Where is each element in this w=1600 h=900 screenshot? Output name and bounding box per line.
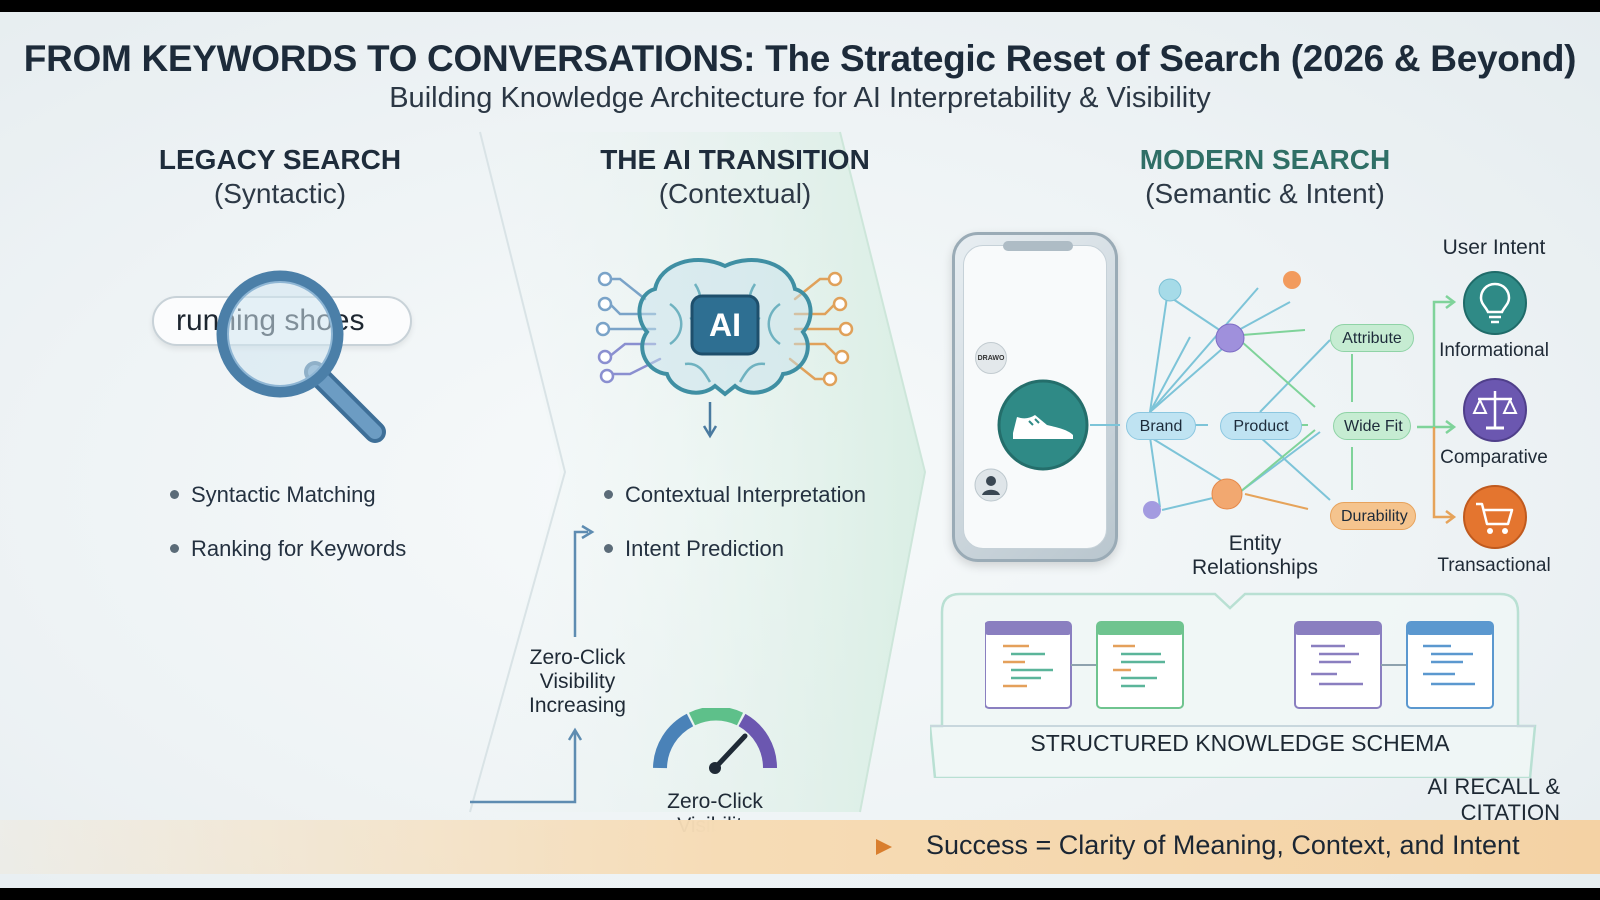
user-intent-title: User Intent: [1442, 236, 1546, 259]
page-title: FROM KEYWORDS TO CONVERSATIONS: The Stra…: [23, 38, 1577, 79]
entity-relationships-label: Entity Relationships: [1191, 532, 1319, 579]
footer-arrow: [80, 839, 892, 855]
legacy-subtitle: (Syntactic): [213, 178, 347, 209]
legacy-bullet-1: Syntactic Matching: [170, 482, 376, 508]
entity-graph: [1090, 271, 1353, 519]
node-attribute: Attribute: [1330, 324, 1414, 352]
legacy-title: LEGACY SEARCH: [158, 144, 402, 175]
modern-subtitle: (Semantic & Intent): [1145, 178, 1385, 209]
intent-informational: Informational: [1439, 340, 1549, 361]
transition-bullet-1: Contextual Interpretation: [604, 482, 866, 508]
user-icon: [974, 468, 1008, 502]
page-subtitle: Building Knowledge Architecture for AI I…: [389, 82, 1211, 114]
shoe-icon: [997, 379, 1089, 471]
transition-bullet-2: Intent Prediction: [604, 536, 784, 562]
lightbulb-icon: [1463, 271, 1527, 335]
node-product: Product: [1220, 412, 1302, 440]
ai-chip-label: AI: [709, 307, 741, 343]
gauge-icon: [653, 708, 778, 774]
transition-title: THE AI TRANSITION: [600, 144, 870, 175]
infographic-canvas: FROM KEYWORDS TO CONVERSATIONS: The Stra…: [0, 12, 1600, 888]
footer-text: Success = Clarity of Meaning, Context, a…: [926, 830, 1520, 860]
cart-icon: [1463, 485, 1527, 549]
zero-click-increasing-label: Zero-Click Visibility Increasing: [529, 646, 626, 717]
magnifier-icon: [216, 270, 386, 443]
node-durability: Durability: [1330, 502, 1416, 530]
ai-brain-icon: AI: [595, 258, 854, 439]
legacy-bullet-2: Ranking for Keywords: [170, 536, 406, 562]
intent-transactional: Transactional: [1437, 555, 1551, 576]
background-chevrons: [469, 131, 927, 813]
modern-title: MODERN SEARCH: [1139, 144, 1391, 175]
brand-badge: DRAWO: [975, 342, 1007, 374]
schema-panel: [930, 592, 1537, 778]
visibility-flow-arrows: [470, 524, 595, 804]
intent-comparative: Comparative: [1440, 447, 1548, 468]
transition-subtitle: (Contextual): [658, 178, 812, 209]
code-window-icon: [985, 621, 1494, 709]
node-wide-fit: Wide Fit: [1333, 412, 1411, 440]
node-brand: Brand: [1126, 412, 1196, 440]
scales-icon: [1463, 378, 1527, 442]
intent-connectors: [1417, 295, 1457, 524]
schema-label: STRUCTURED KNOWLEDGE SCHEMA: [1030, 730, 1450, 756]
